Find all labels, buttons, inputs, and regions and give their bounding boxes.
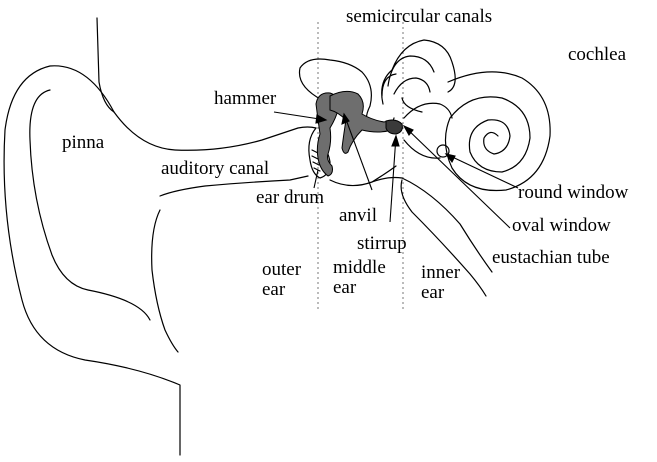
label-round-window: round window [518, 183, 628, 202]
label-middle-ear: middle ear [333, 258, 386, 298]
label-inner-ear: inner ear [421, 263, 460, 303]
middle-ear-line2: ear [333, 277, 356, 298]
stirrup-arrow [390, 136, 396, 222]
label-outer-ear: outer ear [262, 260, 301, 300]
round-window-arrow [446, 154, 518, 188]
stirrup-ossicle [386, 120, 402, 134]
label-ear-drum: ear drum [256, 188, 324, 207]
outer-ear-line2: ear [262, 279, 285, 300]
outer-ear-line1: outer [262, 259, 301, 280]
stirrup-arrowhead [392, 136, 399, 146]
auditory-canal-upper [114, 112, 316, 150]
auditory-canal-lower [152, 210, 178, 352]
cochlea-spiral [445, 72, 550, 191]
middle-ear-floor [330, 166, 396, 186]
label-semicircular-canals: semicircular canals [346, 7, 492, 26]
label-pinna: pinna [62, 133, 104, 152]
pinna-inner-fold [30, 90, 150, 320]
middle-ear-line1: middle [333, 257, 386, 278]
label-eustachian-tube: eustachian tube [492, 248, 610, 267]
inner-ear-line1: inner [421, 262, 460, 283]
inner-ear-line2: ear [421, 282, 444, 303]
label-auditory-canal: auditory canal [161, 159, 269, 178]
label-hammer: hammer [214, 89, 276, 108]
label-oval-window: oval window [512, 216, 611, 235]
eustachian-tube-upper [372, 178, 492, 273]
semicircular-canals [382, 40, 456, 112]
label-anvil: anvil [339, 206, 377, 225]
label-stirrup: stirrup [357, 234, 407, 253]
round-window-arrowhead [446, 154, 455, 162]
label-cochlea: cochlea [568, 45, 626, 64]
